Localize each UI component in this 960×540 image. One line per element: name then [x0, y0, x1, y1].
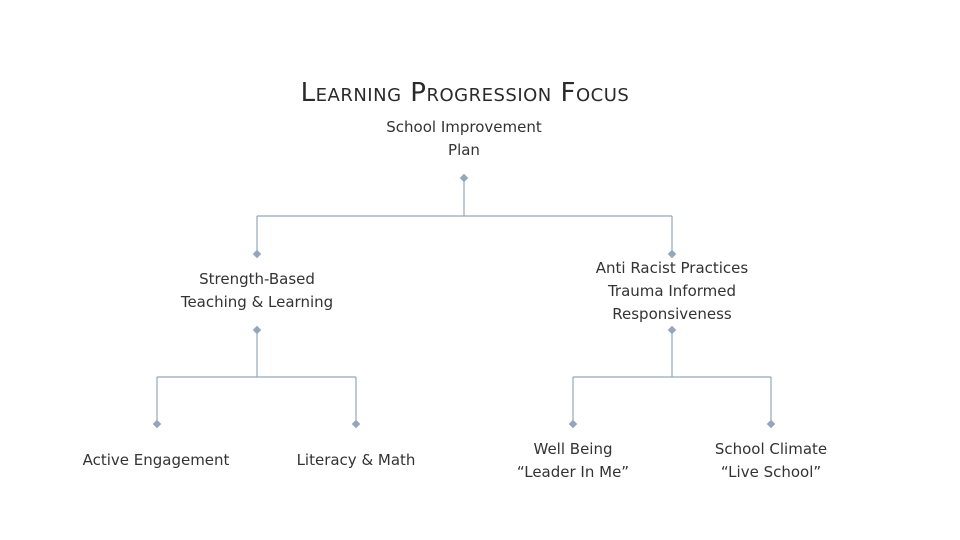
- node-line: Strength-Based: [199, 270, 315, 288]
- connector-antiracist: [572, 330, 772, 424]
- connector-dot: [252, 249, 262, 259]
- node-strength-based: Strength-Based Teaching & Learning: [157, 268, 357, 314]
- connector-root: [256, 178, 673, 254]
- node-literacy-math: Literacy & Math: [266, 449, 446, 472]
- node-school-improvement-plan: School Improvement Plan: [364, 116, 564, 162]
- connector-dot: [667, 325, 677, 335]
- node-anti-racist-practices: Anti Racist Practices Trauma Informed Re…: [562, 257, 782, 326]
- node-line: School Improvement: [386, 118, 542, 136]
- page-title: Learning Progression Focus: [300, 78, 630, 108]
- node-line: Teaching & Learning: [180, 293, 334, 311]
- node-line: Active Engagement: [82, 451, 230, 469]
- node-line: Literacy & Math: [296, 451, 416, 469]
- connector-dot: [459, 173, 469, 183]
- connector-dot: [252, 325, 262, 335]
- connector-strength: [156, 330, 357, 424]
- node-line: School Climate: [714, 440, 828, 458]
- node-line: Responsiveness: [612, 305, 732, 323]
- node-active-engagement: Active Engagement: [66, 449, 246, 472]
- connector-dot: [568, 419, 578, 429]
- node-school-climate: School Climate “Live School”: [681, 438, 861, 484]
- node-line: Well Being: [533, 440, 613, 458]
- connector-dot: [152, 419, 162, 429]
- node-line: “Leader In Me”: [516, 463, 630, 481]
- connector-dot: [351, 419, 361, 429]
- connector-dot: [766, 419, 776, 429]
- node-line: “Live School”: [720, 463, 822, 481]
- node-line: Anti Racist Practices: [595, 259, 749, 277]
- node-well-being: Well Being “Leader In Me”: [483, 438, 663, 484]
- node-line: Plan: [448, 141, 480, 159]
- node-line: Trauma Informed: [607, 282, 737, 300]
